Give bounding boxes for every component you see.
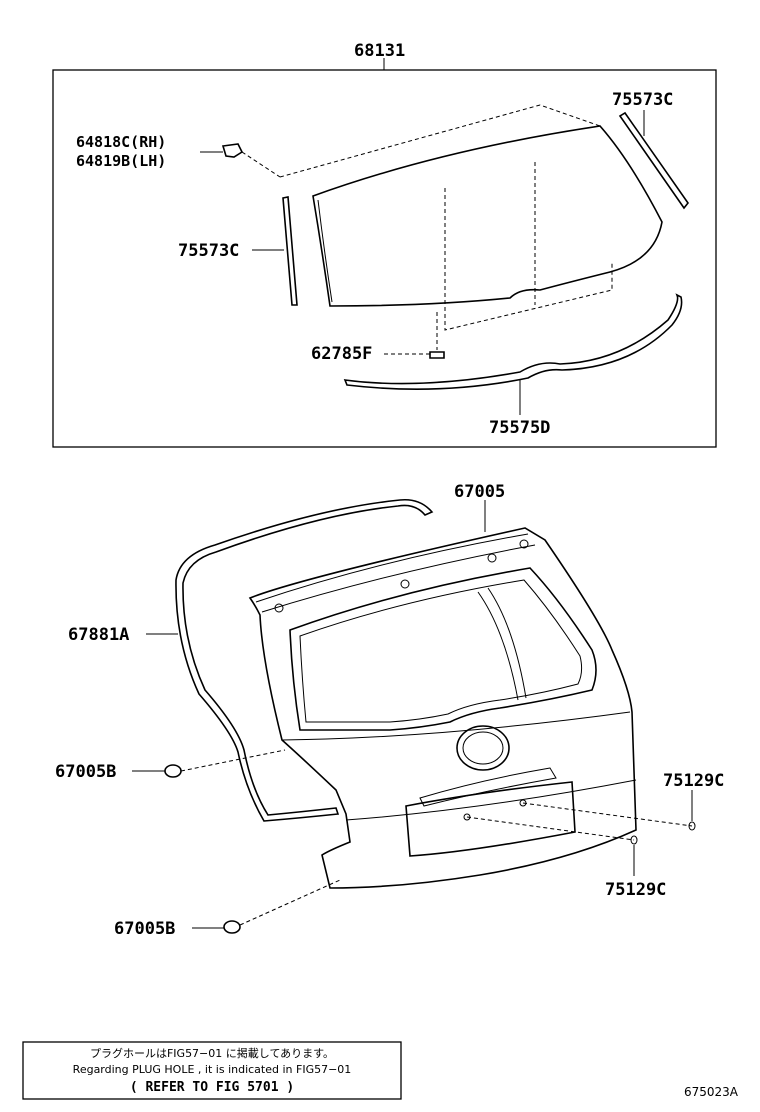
glass-edge-inner: [317, 199, 333, 303]
note-line-en: Regarding PLUG HOLE , it is indicated in…: [73, 1063, 352, 1076]
label-75573c-top: 75573C: [612, 90, 673, 110]
label-67881a: 67881A: [68, 625, 129, 645]
door-emblem-inner: [462, 731, 504, 765]
door-garnish: [419, 767, 557, 807]
leader-75129c-lower: [466, 816, 635, 841]
label-75129c-right: 75129C: [663, 771, 724, 791]
leader-75129c-right: [522, 802, 693, 827]
door-hole-5: [274, 603, 284, 613]
label-67005: 67005: [454, 482, 505, 502]
door-emblem-recess: [456, 725, 510, 771]
leader-67005b-upper: [180, 749, 286, 772]
door-pillar-right: [477, 587, 527, 701]
door-license-recess: [405, 781, 576, 857]
label-67005b-upper: 67005B: [55, 762, 116, 782]
label-64819b: 64819B(LH): [76, 152, 166, 170]
label-75575d: 75575D: [489, 418, 550, 438]
clip-lower: [223, 920, 241, 934]
glass-molding-right: [618, 111, 689, 210]
glass-datum-lines: [279, 104, 613, 350]
glass-spacer: [429, 351, 445, 359]
back-door-panel: [248, 527, 637, 889]
figure-code: 675023A: [684, 1085, 739, 1099]
door-window-opening: [289, 567, 597, 731]
door-lower-line: [345, 779, 637, 821]
clip-upper: [164, 764, 182, 778]
door-hole-4: [487, 553, 497, 563]
glass-group-frame: [52, 69, 717, 448]
leader-stopper-dash: [241, 151, 281, 178]
door-beltline: [281, 711, 631, 741]
plug-lower: [630, 835, 638, 845]
plug-right: [688, 821, 696, 831]
door-window-inner: [299, 579, 583, 723]
glass-stopper: [221, 143, 244, 158]
note-line-jp: プラグホールはFIG57−01 に掲載してあります。: [90, 1046, 334, 1060]
note-line-ref: ( REFER TO FIG 5701 ): [130, 1080, 294, 1095]
label-67005b-lower: 67005B: [114, 919, 175, 939]
label-64818c: 64818C(RH): [76, 133, 166, 151]
back-door-glass: [312, 125, 663, 307]
door-hole-3: [400, 579, 410, 589]
door-weatherstrip: [175, 498, 434, 822]
leader-67005b-lower: [239, 879, 341, 926]
label-75573c-left: 75573C: [178, 241, 239, 261]
label-62785f: 62785F: [311, 344, 372, 364]
note-box: [22, 1041, 402, 1100]
door-header: [255, 533, 536, 613]
glass-molding-left: [282, 196, 298, 306]
door-hole-6: [519, 539, 529, 549]
label-75129c-lower: 75129C: [605, 880, 666, 900]
label-68131: 68131: [354, 41, 405, 61]
glass-lower-molding: [343, 293, 683, 390]
